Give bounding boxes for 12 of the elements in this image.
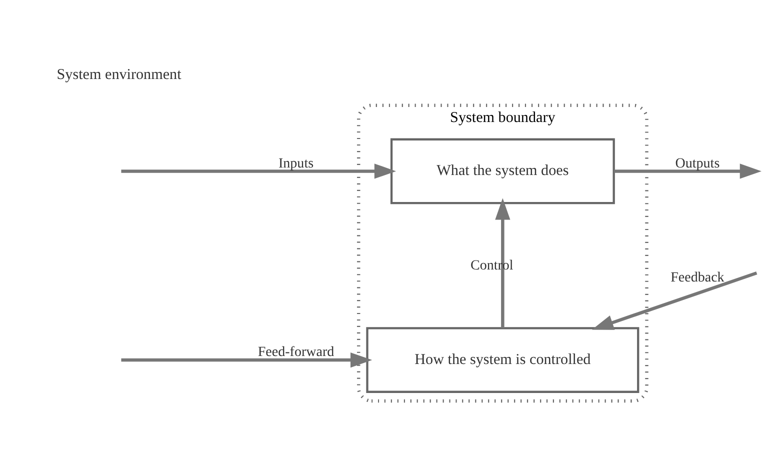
node-box: What the system does xyxy=(390,138,615,204)
edge-label: Feedback xyxy=(670,270,724,286)
arrow xyxy=(121,163,396,178)
edge-label: Feed-forward xyxy=(258,344,334,360)
arrow xyxy=(495,198,510,328)
node-box: How the system is controlled xyxy=(366,326,640,392)
arrow xyxy=(121,352,372,368)
label: System environment xyxy=(56,66,182,83)
arrow xyxy=(614,163,762,178)
arrow xyxy=(592,270,758,330)
edge-label: Outputs xyxy=(675,156,720,171)
edge-label: Inputs xyxy=(278,156,314,171)
